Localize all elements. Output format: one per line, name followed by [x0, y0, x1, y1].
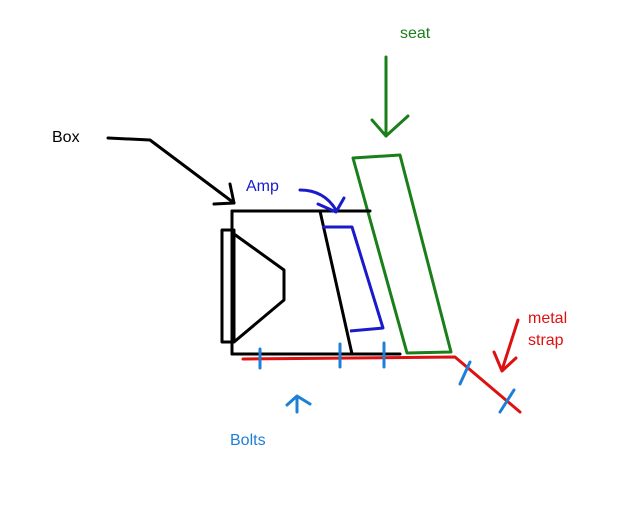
amp-shape — [322, 225, 385, 333]
seat-arrow — [370, 55, 410, 138]
metal-strap — [241, 355, 522, 414]
metal-strap-label-line1: metal — [528, 310, 567, 327]
bolt-mark — [498, 388, 516, 414]
metal-strap-arrow — [492, 318, 520, 373]
bolt-marks — [258, 341, 516, 414]
seat-label: seat — [400, 25, 431, 42]
bolts-label: Bolts — [230, 432, 266, 449]
seat-shape — [351, 153, 453, 355]
box-arrow — [106, 136, 236, 206]
amp-arrow — [298, 188, 346, 214]
speaker-icon — [220, 228, 286, 344]
box-label: Box — [52, 129, 80, 146]
metal-strap-label-line2: strap — [528, 332, 564, 349]
bolt-mark — [458, 360, 472, 386]
bolts-arrow — [285, 394, 312, 414]
amp-label: Amp — [246, 178, 279, 195]
